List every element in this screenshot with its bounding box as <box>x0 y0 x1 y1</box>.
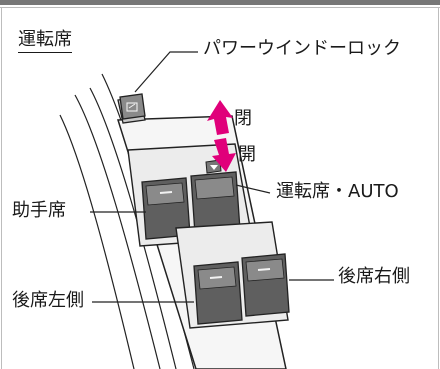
driver-auto-icon-mark <box>210 165 218 170</box>
top-border <box>0 7 440 8</box>
up-down-arrow-icon <box>207 100 236 172</box>
right-border <box>438 7 439 369</box>
door-trim-line <box>89 87 177 369</box>
window-lock-icon <box>126 102 138 112</box>
auto-leader-line <box>235 184 271 194</box>
passenger-switch-top <box>145 182 185 206</box>
close-label: 閉 <box>234 108 252 129</box>
driver-auto-label: 運転席・AUTO <box>276 181 399 202</box>
rear-right-label: 後席右側 <box>338 266 410 287</box>
passenger-switch-slot <box>159 191 173 194</box>
rear-left-label: 後席左側 <box>12 290 84 311</box>
power-window-lock-label: パワーウインドーロック <box>203 38 401 59</box>
rear-right-switch-slot <box>257 268 271 271</box>
window-lock-button[interactable] <box>117 93 146 124</box>
rear-left-window-switch[interactable] <box>193 261 243 325</box>
passenger-window-switch[interactable] <box>141 177 191 240</box>
door-trim-line <box>74 94 161 369</box>
passenger-seat-label: 助手席 <box>12 200 66 221</box>
lock-leader-line <box>134 51 198 93</box>
driver-seat-label: 運転席 <box>18 31 72 53</box>
open-arrow <box>212 138 236 172</box>
rear-left-switch-slot <box>209 276 223 279</box>
left-border <box>1 7 2 369</box>
open-label: 開 <box>238 144 256 165</box>
door-trim-line <box>59 114 135 369</box>
lock-button-top <box>119 93 146 120</box>
close-arrow <box>207 100 233 135</box>
driver-switch-top <box>194 176 235 200</box>
top-bar <box>0 0 440 5</box>
window-lock-icon-slash <box>128 103 136 109</box>
leader-lines <box>90 51 334 303</box>
rear-right-window-switch[interactable] <box>241 253 290 317</box>
